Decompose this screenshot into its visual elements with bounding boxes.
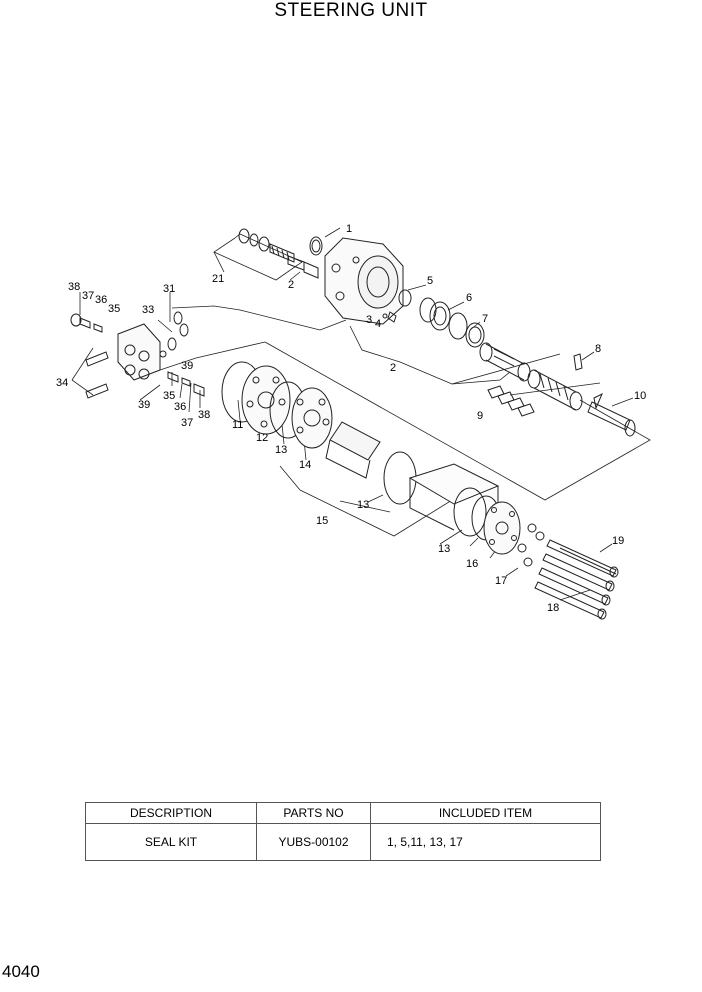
callout-label: 35 [108, 303, 120, 315]
callout-label: 36 [95, 294, 107, 306]
washers [517, 523, 545, 567]
callout-label: 13 [438, 543, 450, 555]
relief-valve-block [117, 311, 189, 381]
callout-label: 15 [316, 515, 328, 527]
callout-label: 38 [68, 281, 80, 293]
callout-label: 39 [181, 360, 193, 372]
callout-label: 33 [142, 304, 154, 316]
drive-shaft [587, 392, 636, 437]
callout-label: 14 [299, 459, 311, 471]
callout-labels: 1 2 2 3 4 5 6 7 8 9 10 11 12 13 13 13 14… [56, 223, 646, 614]
callout-label: 31 [163, 283, 175, 295]
bolts [534, 539, 619, 620]
spool-sleeve [479, 342, 583, 411]
callout-label: 7 [482, 313, 488, 325]
callout-label: 9 [477, 410, 483, 422]
callout-label: 5 [427, 275, 433, 287]
page-title: STEERING UNIT [274, 0, 428, 21]
seal-kit-table: DESCRIPTION PARTS NO INCLUDED ITEM SEAL … [85, 802, 601, 861]
callout-label: 12 [256, 432, 268, 444]
callout-label: 6 [466, 292, 472, 304]
steering-housing [309, 236, 404, 325]
valve-spool-assembly [238, 228, 319, 279]
table-header-row: DESCRIPTION PARTS NO INCLUDED ITEM [85, 802, 601, 824]
callout-label: 2 [390, 362, 396, 374]
small-seals [382, 289, 412, 323]
callout-label: 34 [56, 377, 68, 389]
callout-label: 3 [366, 314, 372, 326]
cell-included-item: 1, 5,11, 13, 17 [370, 823, 601, 861]
callout-label: 18 [547, 602, 559, 614]
callout-label: 36 [174, 401, 186, 413]
rotor [325, 421, 417, 505]
callout-label: 2 [288, 279, 294, 291]
callout-label: 17 [495, 575, 507, 587]
callout-label: 19 [612, 535, 624, 547]
centering-springs [487, 385, 535, 417]
column-header-description: DESCRIPTION [85, 802, 257, 824]
callout-label: 16 [466, 558, 478, 570]
end-cover [483, 501, 521, 555]
callout-label: 1 [346, 223, 352, 235]
orbital-gear-set [221, 361, 333, 449]
bearing-rings [419, 297, 485, 348]
callout-label: 13 [275, 444, 287, 456]
column-header-included-item: INCLUDED ITEM [370, 802, 601, 824]
callout-label: 11 [232, 419, 243, 431]
column-header-parts-no: PARTS NO [256, 802, 371, 824]
cell-parts-no: YUBS-00102 [256, 823, 371, 861]
leader-lines [71, 227, 651, 601]
callout-label: 4 [375, 318, 381, 330]
stator-cylinder [408, 463, 501, 541]
cross-pin [573, 353, 583, 371]
callout-label: 39 [138, 399, 150, 411]
callout-label: 13 [357, 499, 369, 511]
callout-label: 10 [634, 390, 646, 402]
callout-label: 38 [198, 409, 210, 421]
page-number: 4040 [2, 962, 40, 981]
table-row: SEAL KIT YUBS-00102 1, 5,11, 13, 17 [85, 823, 601, 861]
callout-label: 37 [82, 290, 94, 302]
callout-label: 35 [163, 390, 175, 402]
callout-label: 8 [595, 343, 601, 355]
callout-label: 21 [212, 273, 224, 285]
callout-label: 37 [181, 417, 193, 429]
cell-description: SEAL KIT [85, 823, 257, 861]
relief-valve-parts [70, 313, 205, 399]
